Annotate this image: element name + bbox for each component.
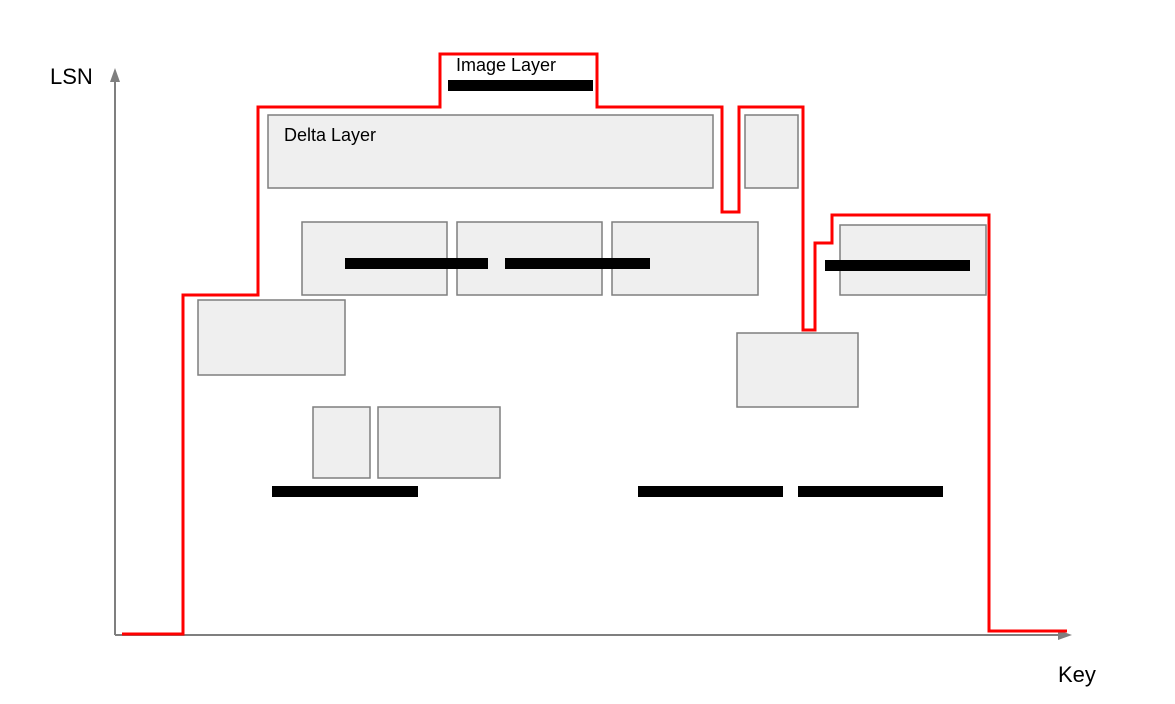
- image-layer-bar: [345, 258, 488, 269]
- image-layer-bar: [638, 486, 783, 497]
- image-layer-label: Image Layer: [456, 55, 556, 75]
- y-axis-arrow-icon: [110, 68, 120, 82]
- image-layer-bar: [272, 486, 418, 497]
- delta-layer-rect: [736, 332, 859, 408]
- layers-group: [122, 52, 1067, 636]
- delta-layer-label: Delta Layer: [284, 125, 376, 145]
- y-axis-label: LSN: [50, 64, 93, 89]
- axes-group: [110, 68, 1072, 640]
- image-layer-bar: [505, 258, 650, 269]
- delta-layer-rect: [312, 406, 371, 479]
- image-layer-bar: [825, 260, 970, 271]
- delta-layer-rect: [744, 114, 799, 189]
- image-layer-bar: [798, 486, 943, 497]
- image-layer-bar: [448, 80, 593, 91]
- delta-layer-rect: [197, 299, 346, 376]
- x-axis-label: Key: [1058, 662, 1096, 687]
- delta-layer-rect: [267, 114, 714, 189]
- delta-layer-rect: [377, 406, 501, 479]
- frontier-outline: [122, 52, 1067, 636]
